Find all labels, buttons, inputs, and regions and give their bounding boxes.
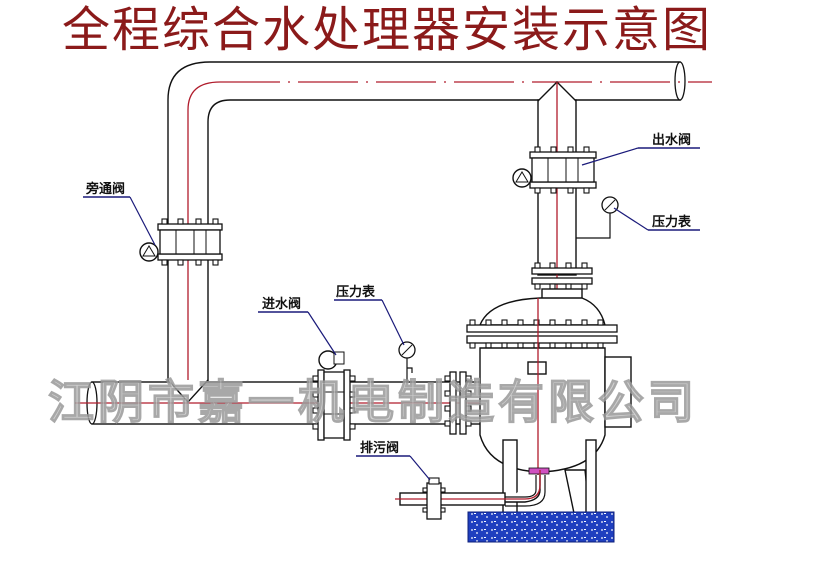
company-watermark: 江阴市嘉一机电制造有限公司: [48, 375, 698, 429]
label-bypass-valve: 旁通阀: [85, 181, 125, 197]
label-inlet-pressure-gauge: 压力表: [336, 284, 376, 300]
label-drain-valve: 排污阀: [360, 440, 399, 456]
riser-flange: [531, 262, 593, 302]
outlet-pressure-gauge: [576, 196, 619, 239]
label-outlet-valve: 出水阀: [652, 132, 691, 148]
drain-flange: [528, 467, 550, 475]
inlet-valve[interactable]: [312, 350, 356, 441]
top-bypass-pipe: [167, 61, 712, 401]
inlet-pipe: [75, 379, 485, 425]
drain-assembly: [395, 467, 550, 507]
inlet-pressure-gauge: [398, 341, 416, 382]
bypass-valve[interactable]: [139, 218, 223, 266]
label-inlet-valve: 进水阀: [262, 296, 301, 312]
vessel-inlet-flange: [444, 371, 472, 435]
leader-lines: [83, 147, 700, 481]
drain-valve[interactable]: [422, 477, 446, 520]
diagram-title: 全程综合水处理器安装示意图: [62, 2, 713, 58]
concrete-foundation: [467, 511, 615, 543]
outlet-valve[interactable]: [512, 146, 597, 194]
label-outlet-pressure-gauge: 压力表: [652, 214, 692, 230]
